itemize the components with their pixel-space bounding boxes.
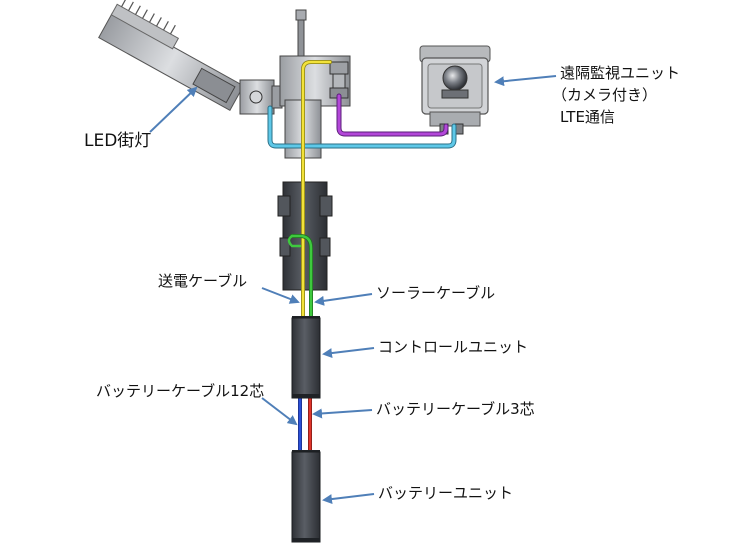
led-street-light bbox=[98, 0, 283, 115]
label-battery-unit: バッテリーユニット bbox=[378, 484, 514, 502]
label-remote-unit-camera: （カメラ付き） bbox=[552, 86, 658, 104]
arrow-battery-cable-12 bbox=[261, 397, 298, 426]
arrow-control-unit bbox=[322, 347, 375, 359]
callout-arrows bbox=[149, 75, 557, 505]
label-solar-cable: ソーラーケーブル bbox=[376, 284, 496, 302]
label-led-street-light: LED街灯 bbox=[84, 131, 152, 151]
arrow-battery-cable-3 bbox=[312, 408, 373, 419]
cables bbox=[267, 60, 457, 454]
label-battery-cable-12: バッテリーケーブル12芯 bbox=[96, 382, 265, 400]
pole-head bbox=[279, 9, 351, 159]
label-battery-cable-3: バッテリーケーブル3芯 bbox=[376, 400, 535, 418]
remote-monitoring-unit bbox=[419, 45, 491, 135]
battery-unit bbox=[291, 450, 321, 543]
label-remote-unit-name: 遠隔監視ユニット bbox=[560, 64, 681, 82]
arrow-battery-unit bbox=[322, 493, 375, 505]
label-power-cable: 送電ケーブル bbox=[158, 272, 248, 290]
control-unit bbox=[291, 316, 321, 399]
arrow-solar-cable bbox=[314, 293, 373, 306]
arrow-led bbox=[149, 86, 198, 133]
label-remote-unit-lte: LTE通信 bbox=[560, 108, 615, 126]
arrow-power-cable bbox=[261, 287, 300, 304]
label-control-unit: コントロールユニット bbox=[378, 338, 529, 356]
arrow-remote-unit bbox=[494, 75, 557, 87]
